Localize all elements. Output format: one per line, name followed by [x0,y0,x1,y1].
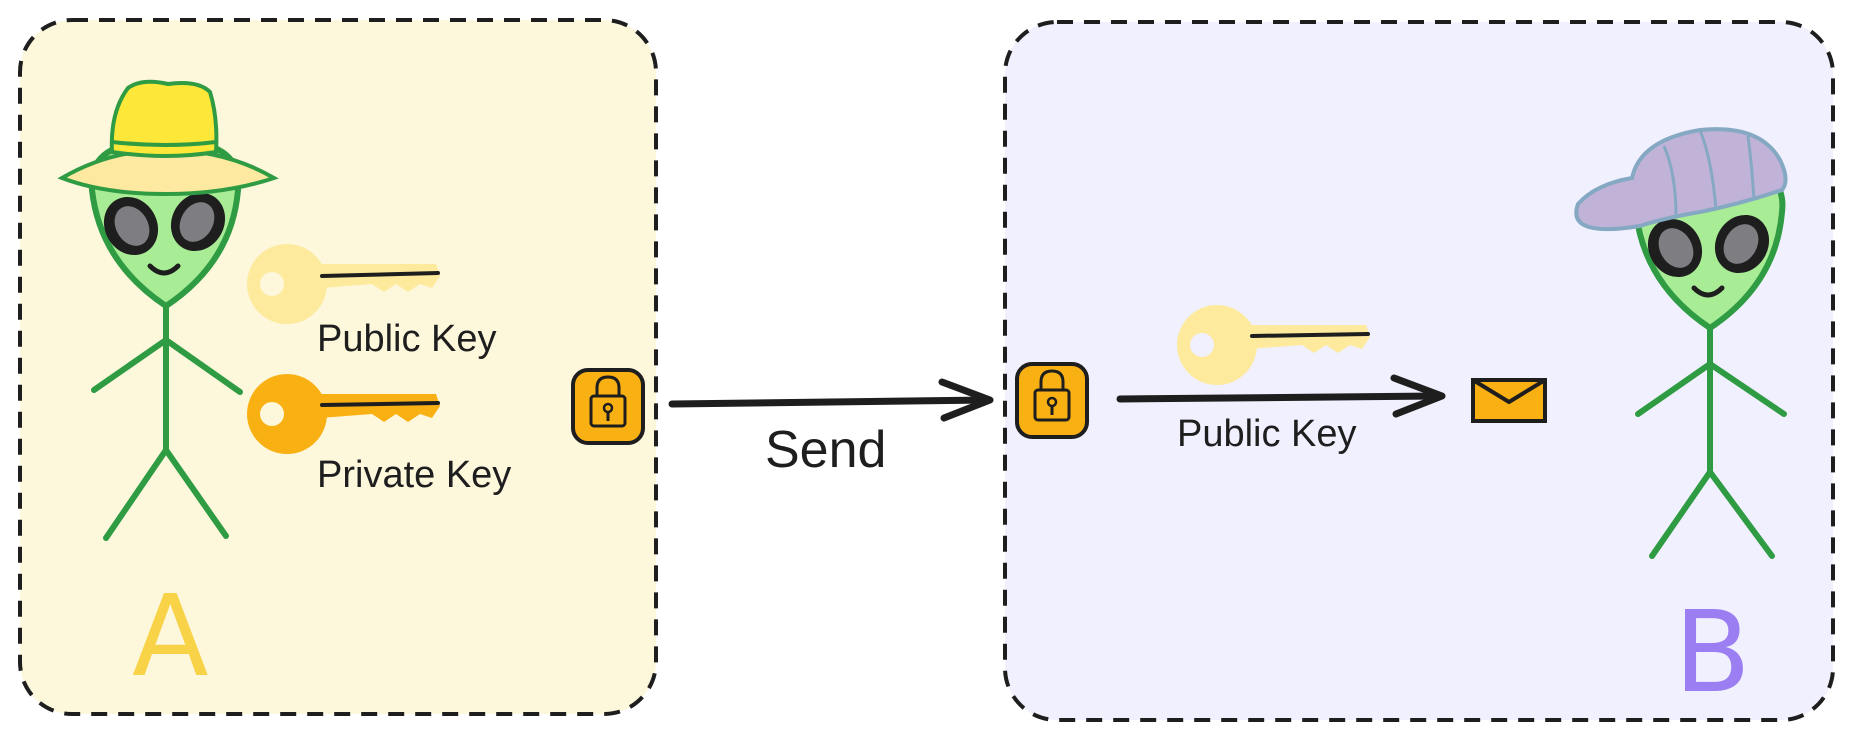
alien-a-eyes [103,192,226,256]
private-key-icon-a [247,374,440,454]
party-b-letter: B [1674,588,1751,718]
lock-icon-a [571,368,645,445]
send-arrow [668,378,994,422]
envelope-icon [1471,378,1547,423]
alien-figure-b [1574,127,1788,559]
send-label: Send [765,421,887,479]
public-key-icon-b [1177,305,1370,385]
alien-figure-a [57,79,279,541]
private-key-label-a: Private Key [317,454,512,496]
public-key-label-a: Public Key [317,318,497,360]
decrypt-arrow [1116,374,1446,418]
party-a-letter: A [132,572,209,702]
public-key-label-b: Public Key [1177,413,1357,455]
public-key-icon-a [247,244,440,324]
lock-icon-b [1015,362,1089,439]
